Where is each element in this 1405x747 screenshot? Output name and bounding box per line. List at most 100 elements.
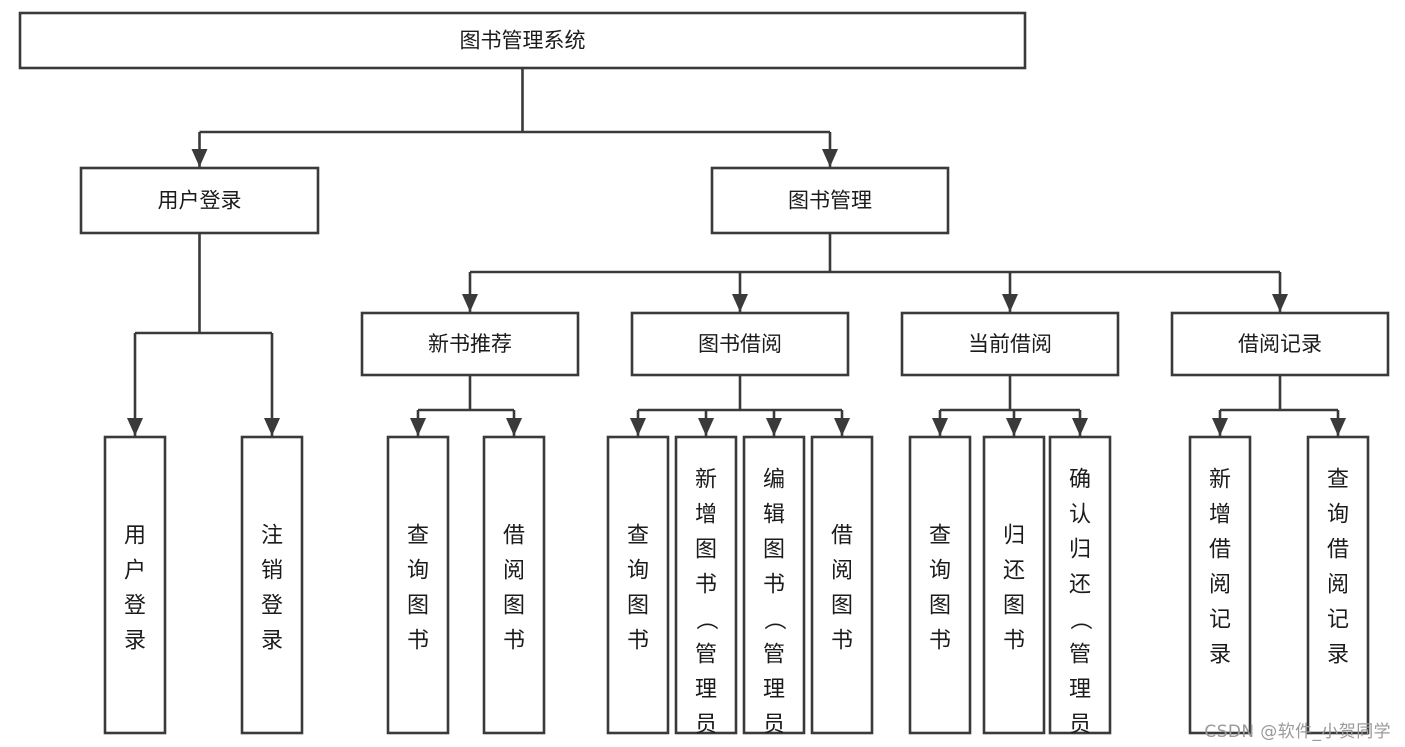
svg-text:书: 书 xyxy=(407,628,429,653)
node-leaf-user-logout-box[interactable] xyxy=(240,435,304,735)
connector-arrowhead xyxy=(630,418,646,436)
node-leaf-borrow-book-rec-box[interactable] xyxy=(482,435,546,735)
node-book-borrow-box[interactable] xyxy=(630,311,850,377)
node-current-borrow-box[interactable] xyxy=(900,311,1120,377)
svg-text:询: 询 xyxy=(627,558,649,583)
svg-text:增: 增 xyxy=(1209,502,1231,527)
node-new-book-recommend-box[interactable] xyxy=(360,311,580,377)
node-leaf-query-book-rec-box[interactable] xyxy=(386,435,450,735)
svg-text:图: 图 xyxy=(831,593,853,618)
node-leaf-add-book-admin-box[interactable] xyxy=(674,435,738,735)
svg-text:借: 借 xyxy=(503,523,525,548)
svg-text:（: （ xyxy=(1067,608,1092,630)
connector-arrowhead xyxy=(506,418,522,436)
svg-text:图: 图 xyxy=(695,537,717,562)
node-book-management-box[interactable] xyxy=(710,166,950,235)
node-book-borrow-label: 图书借阅 xyxy=(698,332,782,356)
node-book-borrow[interactable]: 图书借阅 xyxy=(630,311,850,377)
svg-text:记: 记 xyxy=(1327,607,1349,632)
node-leaf-user-login-box[interactable] xyxy=(103,435,167,735)
connector-arrowhead xyxy=(1006,418,1022,436)
svg-text:书: 书 xyxy=(1003,628,1025,653)
node-book-management[interactable]: 图书管理 xyxy=(710,166,950,235)
svg-text:管: 管 xyxy=(763,642,785,667)
node-user-login-box[interactable] xyxy=(79,166,320,235)
svg-text:图: 图 xyxy=(1003,593,1025,618)
svg-text:借: 借 xyxy=(1209,537,1231,562)
svg-text:认: 认 xyxy=(1069,502,1091,527)
svg-text:登: 登 xyxy=(261,593,283,618)
node-root-system[interactable]: 图书管理系统 xyxy=(18,11,1027,70)
node-user-login[interactable]: 用户登录 xyxy=(79,166,320,235)
node-user-login-label: 用户登录 xyxy=(158,189,242,213)
node-borrow-record[interactable]: 借阅记录 xyxy=(1170,311,1390,377)
svg-text:新: 新 xyxy=(695,467,717,492)
svg-text:图: 图 xyxy=(503,593,525,618)
connector-arrowhead xyxy=(766,418,782,436)
svg-text:询: 询 xyxy=(1327,502,1349,527)
node-current-borrow[interactable]: 当前借阅 xyxy=(900,311,1120,377)
connector-layer xyxy=(127,68,1346,436)
svg-text:（: （ xyxy=(761,608,786,630)
connector-arrowhead xyxy=(1002,294,1018,312)
svg-text:录: 录 xyxy=(1209,642,1231,667)
svg-text:录: 录 xyxy=(1327,642,1349,667)
svg-text:辑: 辑 xyxy=(763,502,785,527)
svg-text:录: 录 xyxy=(261,628,283,653)
svg-text:询: 询 xyxy=(929,558,951,583)
node-book-management-label: 图书管理 xyxy=(788,189,872,213)
connector-arrowhead xyxy=(698,418,714,436)
svg-text:图: 图 xyxy=(407,593,429,618)
svg-text:理: 理 xyxy=(1069,677,1091,702)
svg-text:借: 借 xyxy=(831,523,853,548)
svg-text:归: 归 xyxy=(1003,523,1025,548)
svg-text:查: 查 xyxy=(929,523,951,548)
svg-text:登: 登 xyxy=(124,593,146,618)
svg-text:还: 还 xyxy=(1069,572,1091,597)
node-leaf-query-borrow-record-box[interactable] xyxy=(1306,435,1370,735)
node-leaf-confirm-return-admin-box[interactable] xyxy=(1048,435,1112,735)
node-leaf-user-login[interactable]: 用户登录 xyxy=(103,435,167,735)
node-leaf-query-book-borrow-box[interactable] xyxy=(606,435,670,735)
svg-text:理: 理 xyxy=(763,677,785,702)
node-borrow-record-box[interactable] xyxy=(1170,311,1390,377)
node-root-system-box[interactable] xyxy=(18,11,1027,70)
node-leaf-borrow-book-box[interactable] xyxy=(810,435,874,735)
node-new-book-recommend[interactable]: 新书推荐 xyxy=(360,311,580,377)
connector-arrowhead xyxy=(462,294,478,312)
svg-text:员: 员 xyxy=(763,712,785,737)
connector-arrowhead xyxy=(410,418,426,436)
svg-text:新: 新 xyxy=(1209,467,1231,492)
svg-text:书: 书 xyxy=(929,628,951,653)
svg-text:销: 销 xyxy=(261,558,283,583)
node-leaf-add-borrow-record-box[interactable] xyxy=(1188,435,1252,735)
node-leaf-query-book-cur-box[interactable] xyxy=(908,435,972,735)
node-borrow-record-label: 借阅记录 xyxy=(1238,332,1322,356)
svg-text:员: 员 xyxy=(1069,712,1091,737)
connector-arrowhead xyxy=(191,149,208,167)
node-leaf-edit-book-admin-box[interactable] xyxy=(742,435,806,735)
node-leaf-return-book-box[interactable] xyxy=(982,435,1046,735)
connector-arrowhead xyxy=(1212,418,1228,436)
